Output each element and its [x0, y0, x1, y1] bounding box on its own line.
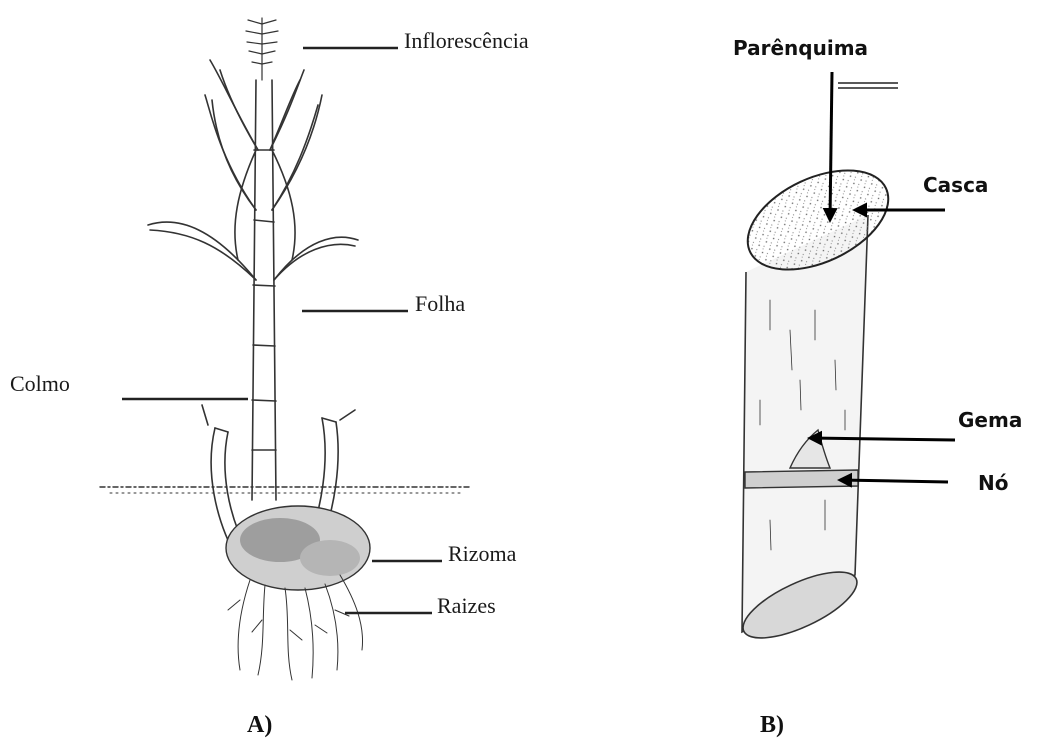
stalk-section-drawing [732, 150, 903, 651]
inflorescence-drawing [246, 18, 278, 80]
panel-a-caption: A) [247, 712, 272, 738]
ground-line [100, 487, 470, 493]
rhizome-drawing [226, 506, 370, 590]
leaf-label: Folha [415, 291, 465, 316]
stalk-label: Colmo [10, 371, 70, 396]
panel-a-plant-illustration: Inflorescência Folha Colmo Rizoma Raizes… [10, 18, 529, 738]
panel-b-caption: B) [760, 712, 784, 738]
roots-drawing [228, 575, 363, 680]
roots-label: Raizes [437, 593, 496, 618]
rhizome-label: Rizoma [448, 541, 517, 566]
panel-b-stalk-illustration: Parênquima Casca Gema Nó B) [732, 36, 1022, 738]
leaves-drawing [148, 60, 358, 280]
parenchyma-label-lines [838, 83, 898, 88]
inflorescence-label: Inflorescência [404, 28, 529, 53]
bark-label: Casca [923, 173, 988, 197]
node-label: Nó [978, 471, 1008, 495]
parenchyma-label: Parênquima [733, 36, 868, 60]
bud-label: Gema [958, 408, 1022, 432]
